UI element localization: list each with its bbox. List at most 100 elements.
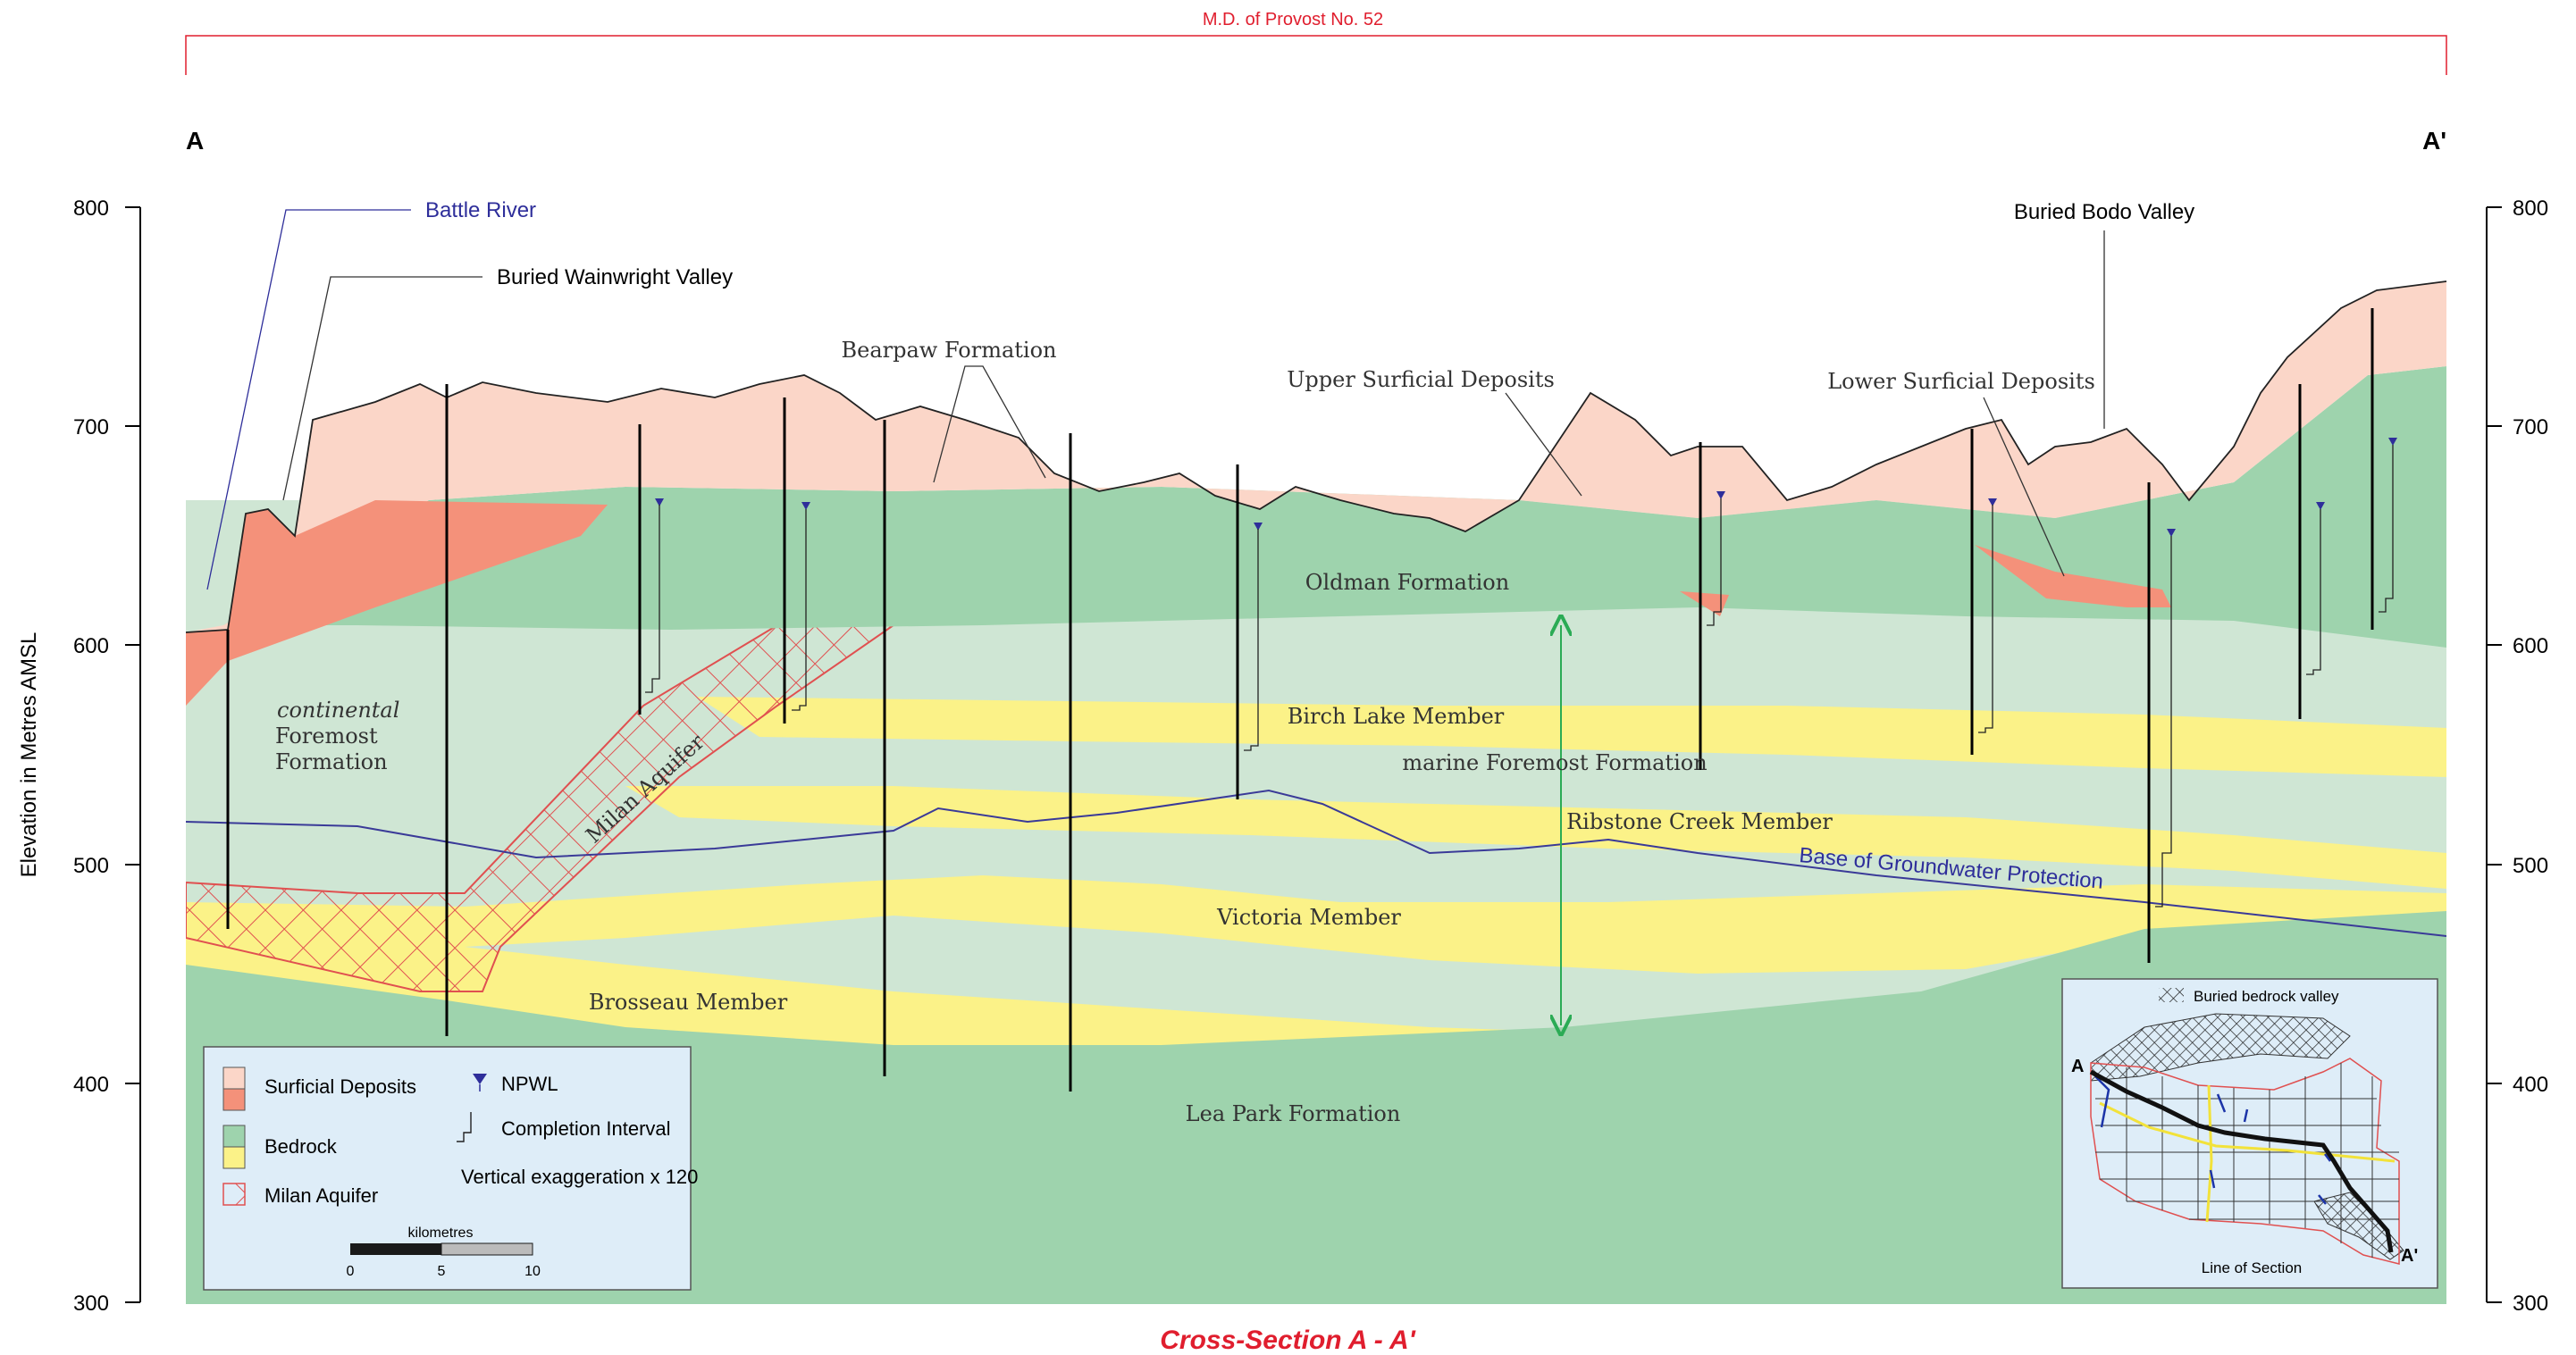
- ground-surface-profile: [185, 280, 2447, 633]
- inset-hatch-swatch: [2159, 988, 2184, 1002]
- legend-completion-icon: [457, 1112, 472, 1142]
- municipality-bracket: [185, 35, 2447, 75]
- well-bores: [226, 308, 2374, 1092]
- tick-label-400-right: 400: [2513, 1073, 2548, 1097]
- legend-completion-label: Completion Interval: [501, 1117, 671, 1140]
- wainwright-valley-label: Buried Wainwright Valley: [497, 265, 733, 289]
- lower-surficial-deposits-center: [1680, 591, 1729, 616]
- inset-caption: Line of Section: [2202, 1259, 2302, 1276]
- completion-interval-icon: [1707, 498, 1722, 626]
- tick-label-600-left: 600: [73, 634, 109, 658]
- npwl-icon: [2316, 502, 2325, 510]
- municipality-boundary: [2090, 1058, 2400, 1265]
- tick-label-500-left: 500: [73, 854, 109, 878]
- npwl-icon: [1988, 498, 1997, 506]
- municipality-label: M.D. of Provost No. 52: [1203, 10, 1383, 29]
- npwl-icon: [1254, 523, 1263, 531]
- ribstone-member-layer: [625, 786, 2446, 889]
- completion-interval-icon: [2306, 509, 2321, 675]
- scale-bar-light: [441, 1242, 533, 1256]
- legend-npwl-icon: [473, 1074, 487, 1084]
- oldman-formation-label: Oldman Formation: [1305, 570, 1509, 595]
- tick-label-700-left: 700: [73, 415, 109, 439]
- section-end-a: A: [186, 127, 204, 155]
- tick-label-500-right: 500: [2513, 854, 2548, 878]
- tick-label-800-left: 800: [73, 197, 109, 221]
- buried-valley-hatch-south: [2313, 1192, 2404, 1260]
- tick-label-300-right: 300: [2513, 1292, 2548, 1316]
- wainwright-leader: [282, 276, 482, 501]
- npwl-icon: [2388, 438, 2397, 446]
- continental-foremost-label-3: Formation: [275, 749, 388, 774]
- base-of-groundwater-protection-line: [186, 789, 2446, 937]
- legend-exaggeration-label: Vertical exaggeration x 120: [461, 1166, 698, 1188]
- lea-park-label: Lea Park Formation: [1186, 1101, 1401, 1126]
- continental-foremost-label-2: Foremost: [275, 724, 378, 749]
- brosseau-member-label: Brosseau Member: [589, 990, 788, 1015]
- scale-title: kilometres: [408, 1225, 474, 1241]
- inset-streams: [2094, 1075, 2331, 1205]
- oldman-formation-layer: [223, 366, 2446, 648]
- upper-surficial-leader: [1505, 392, 1582, 497]
- tick-label-400-left: 400: [73, 1073, 109, 1097]
- ribstone-creek-label: Ribstone Creek Member: [1566, 809, 1833, 834]
- completion-intervals: [645, 445, 2394, 908]
- completion-interval-icon: [2155, 536, 2172, 908]
- scale-tick-10: 10: [524, 1264, 541, 1279]
- victoria-member-label: Victoria Member: [1216, 905, 1401, 930]
- npwl-icon: [1716, 491, 1725, 499]
- buried-valley-hatch-north: [2090, 1013, 2351, 1082]
- tick-marks: [125, 206, 2502, 1303]
- npwl-icon: [655, 498, 664, 506]
- line-of-section-path: [2089, 1069, 2394, 1253]
- birch-lake-label: Birch Lake Member: [1288, 704, 1505, 729]
- lower-surficial-label: Lower Surficial Deposits: [1827, 369, 2095, 394]
- legend-npwl-label: NPWL: [501, 1073, 558, 1095]
- legend-swatch-milan: [222, 1183, 246, 1206]
- legend-surficial-label: Surficial Deposits: [264, 1075, 416, 1098]
- scale-tick-5: 5: [438, 1264, 446, 1279]
- inset-end-a: A: [2071, 1057, 2084, 1076]
- legend-swatch-bedrock-green: [222, 1125, 246, 1148]
- legend-swatch-surficial-upper: [222, 1066, 246, 1090]
- tick-label-600-right: 600: [2513, 634, 2548, 658]
- completion-interval-icon: [2379, 445, 2394, 613]
- tick-label-800-right: 800: [2513, 197, 2548, 221]
- legend-milan-label: Milan Aquifer: [264, 1184, 378, 1207]
- tick-label-300-left: 300: [73, 1292, 109, 1316]
- completion-interval-icon: [1978, 505, 1993, 733]
- battle-river-leader: [206, 209, 411, 590]
- tick-label-700-right: 700: [2513, 415, 2548, 439]
- legend-box: Surficial Deposits Bedrock Milan Aquifer…: [203, 1046, 698, 1291]
- inset-end-a-prime: A': [2401, 1246, 2418, 1266]
- lower-surficial-deposits-left: [186, 500, 608, 706]
- legend-bedrock-label: Bedrock: [264, 1135, 338, 1158]
- y-axis-title: Elevation in Metres AMSL: [17, 632, 41, 878]
- npwl-icon: [2167, 529, 2176, 537]
- scale-tick-0: 0: [347, 1264, 355, 1279]
- inset-legend-label: Buried bedrock valley: [2194, 988, 2339, 1005]
- inset-highway: [2205, 1084, 2213, 1223]
- legend-swatch-bedrock-yellow: [222, 1146, 246, 1169]
- lea-park-formation-layer: [186, 911, 2446, 1304]
- completion-interval-icon: [645, 505, 660, 693]
- inset-map: Buried bedrock valley A A' Line of Secti…: [2061, 978, 2438, 1289]
- inset-highway: [2099, 1101, 2396, 1163]
- npwl-icon: [801, 502, 810, 510]
- upper-surficial-label: Upper Surficial Deposits: [1287, 367, 1555, 392]
- continental-foremost-label-1: continental: [277, 698, 399, 723]
- lower-surficial-deposits-right: [1975, 545, 2171, 607]
- completion-interval-icon: [792, 509, 807, 711]
- bearpaw-leader: [933, 365, 1046, 483]
- section-end-a-prime: A': [2422, 127, 2446, 155]
- bearpaw-label: Bearpaw Formation: [841, 338, 1056, 363]
- milan-aquifer-fill: [186, 624, 897, 992]
- birch-lake-member-layer: [697, 697, 2446, 777]
- legend-swatch-surficial-lower: [222, 1088, 246, 1111]
- cross-section-title: Cross-Section A - A': [1160, 1326, 1415, 1355]
- completion-interval-icon: [1244, 529, 1259, 751]
- upper-surficial-deposits: [186, 281, 2446, 632]
- battle-river-label: Battle River: [425, 198, 536, 222]
- marine-foremost-label: marine Foremost Formation: [1402, 750, 1707, 775]
